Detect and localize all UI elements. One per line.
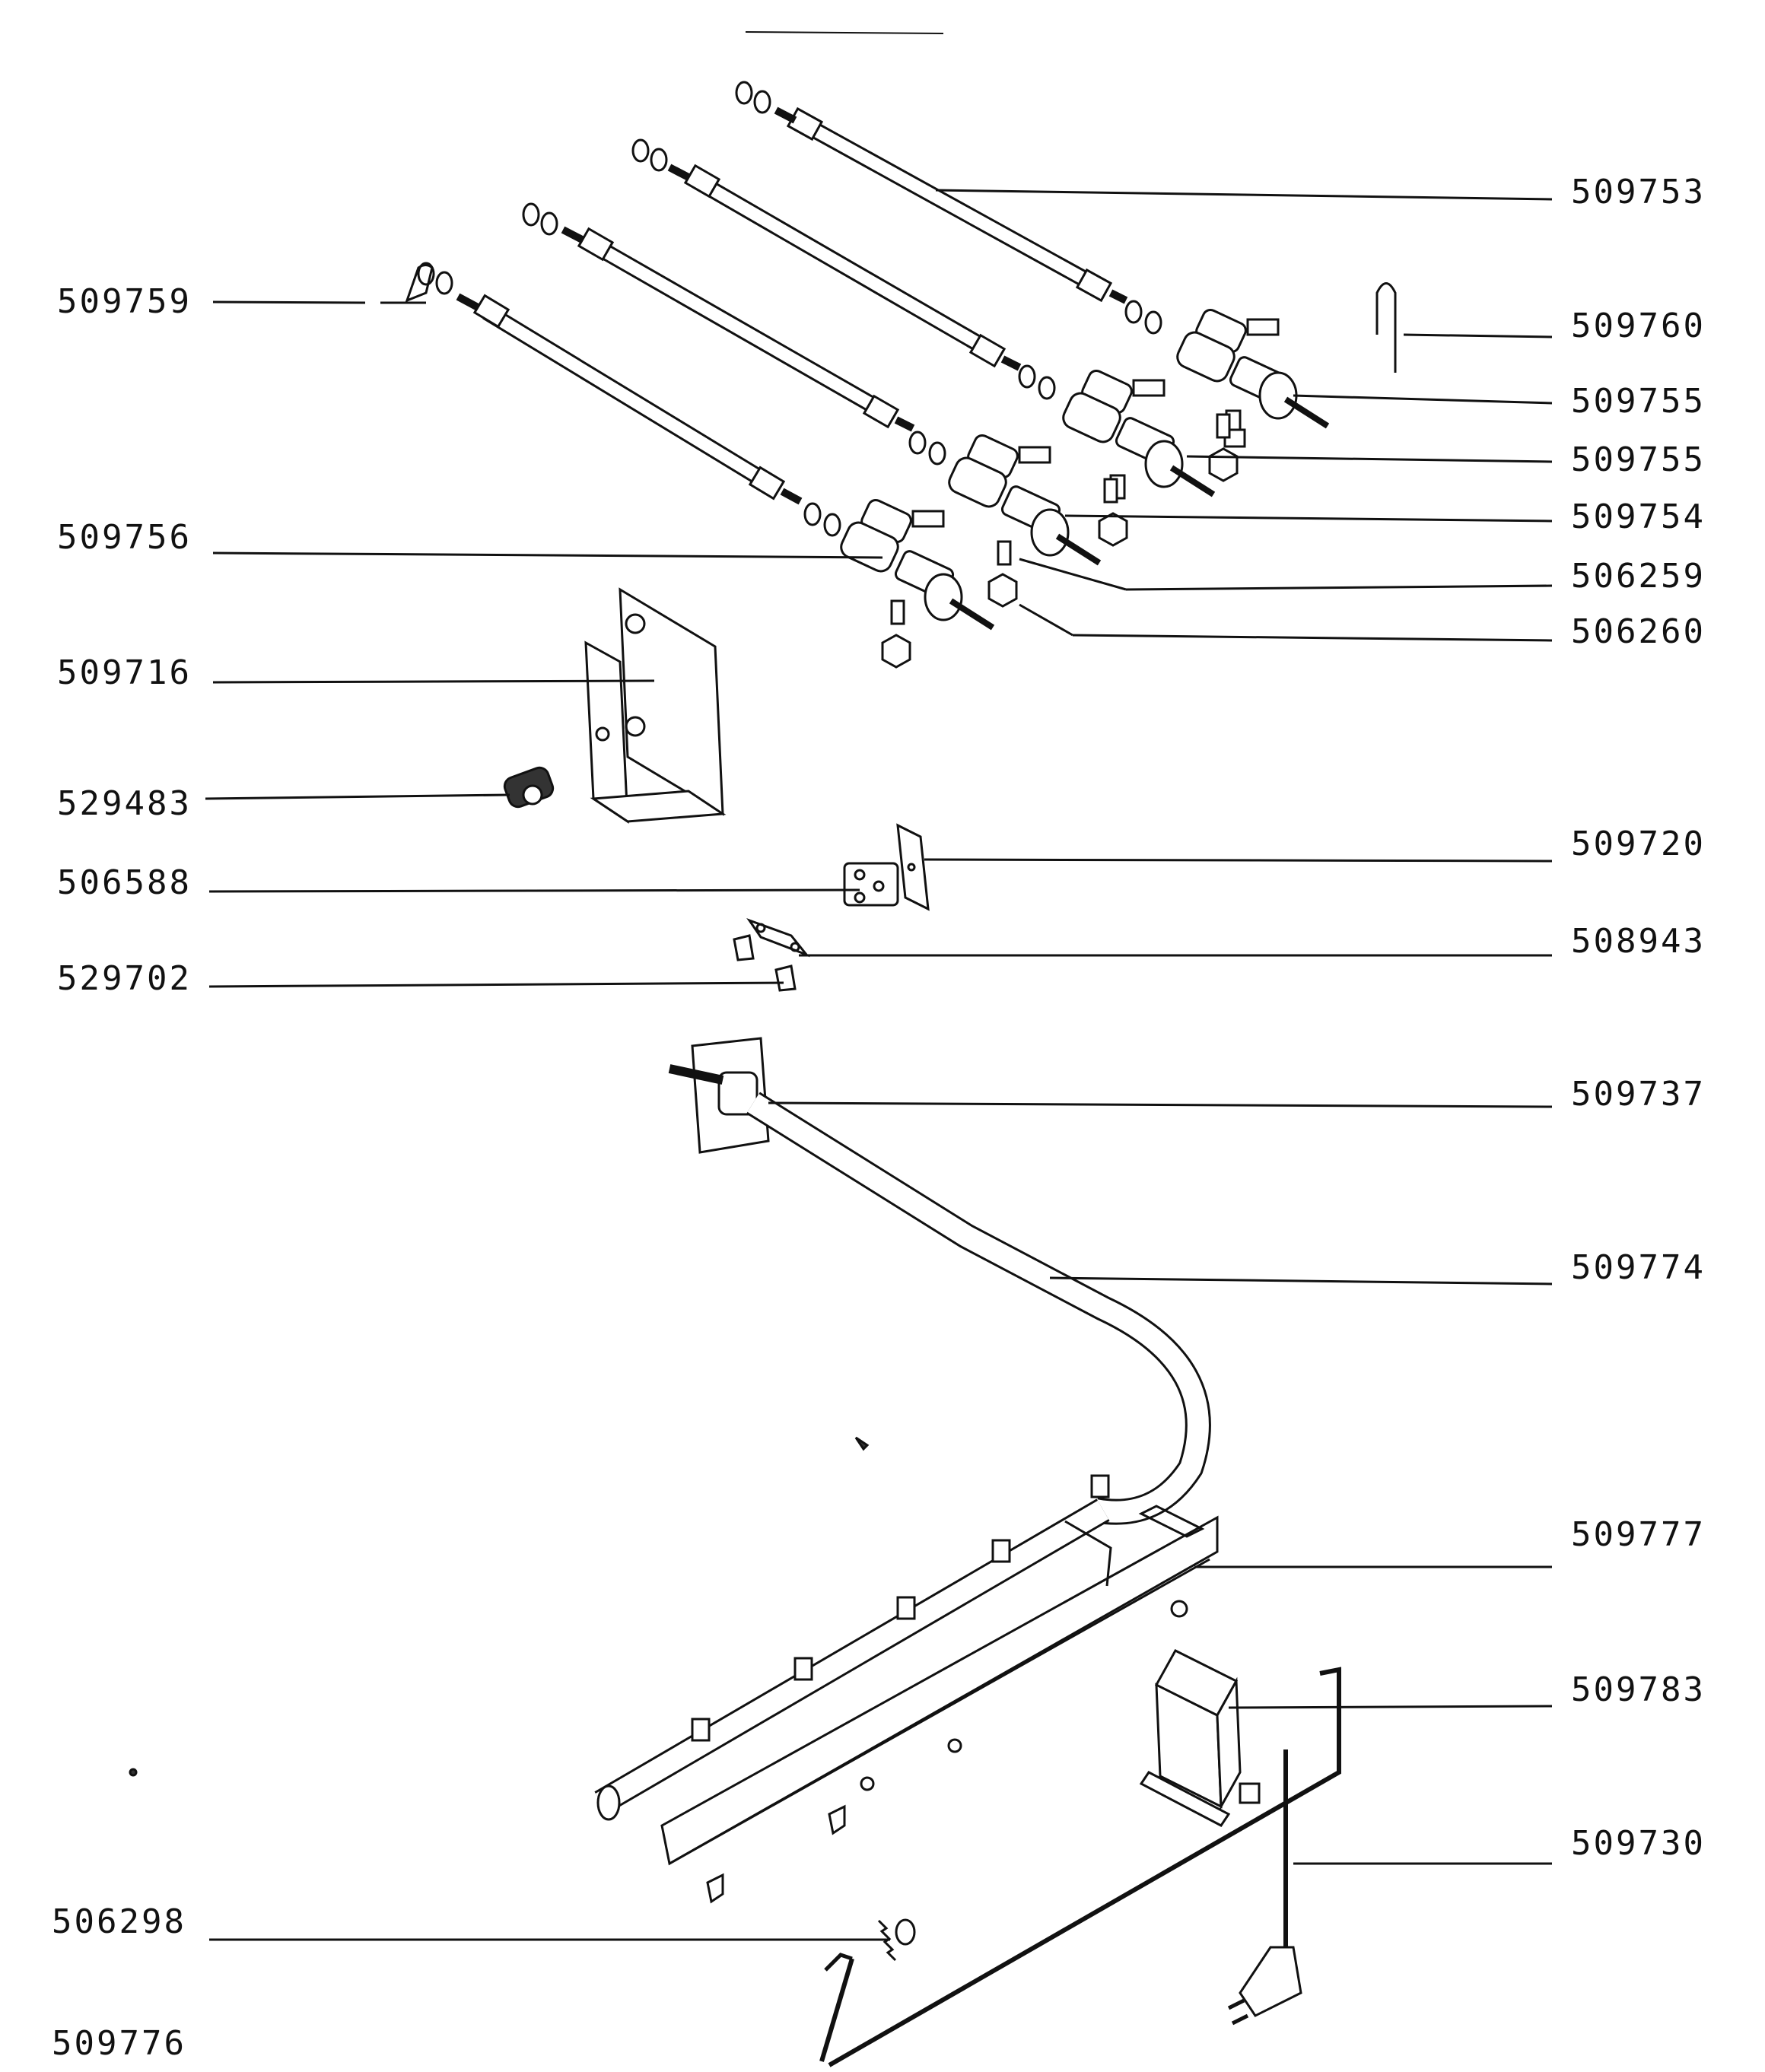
label-509776: 509776 <box>52 2024 186 2063</box>
clip <box>1375 282 1397 373</box>
label-509777: 509777 <box>1571 1515 1706 1554</box>
label-529483: 529483 <box>57 784 192 823</box>
cable-clips <box>733 917 810 992</box>
gas-tube-2 <box>631 138 1056 400</box>
label-509730: 509730 <box>1571 1824 1706 1863</box>
leader-lines <box>205 189 1553 1941</box>
gas-tube-4 <box>405 262 841 537</box>
label-509755-b: 509755 <box>1571 440 1706 479</box>
injectors <box>890 413 1231 625</box>
gas-tap-1 <box>1176 308 1330 448</box>
label-508943: 508943 <box>1571 922 1706 961</box>
label-509737: 509737 <box>1571 1075 1706 1114</box>
speck <box>129 1768 138 1777</box>
label-509783: 509783 <box>1571 1670 1706 1709</box>
speck <box>854 1436 870 1451</box>
label-509759: 509759 <box>57 282 192 321</box>
gas-tap-4 <box>840 498 995 631</box>
label-506588: 506588 <box>57 863 192 902</box>
gas-tube-1 <box>735 81 1162 335</box>
label-506298: 506298 <box>52 1902 186 1941</box>
label-509753: 509753 <box>1571 173 1706 211</box>
gas-inlet <box>668 1037 770 1154</box>
ignition-cable <box>819 1667 1341 2067</box>
label-529702: 529702 <box>57 959 192 998</box>
label-506260: 506260 <box>1571 612 1706 651</box>
label-509720: 509720 <box>1571 825 1706 863</box>
label-509755-a: 509755 <box>1571 382 1706 421</box>
burner-manifold <box>594 1474 1110 1821</box>
label-506259: 506259 <box>1571 557 1706 596</box>
label-509774: 509774 <box>1571 1248 1706 1287</box>
bracket <box>584 587 727 824</box>
burner-support-rail <box>660 1505 1219 1904</box>
terminal-block <box>843 823 930 911</box>
ignition-box <box>1139 1649 1242 1827</box>
gas-tap-3 <box>948 434 1102 566</box>
knob-part <box>503 766 555 809</box>
label-509760: 509760 <box>1571 307 1706 345</box>
gas-tube-3 <box>522 202 946 466</box>
label-509754: 509754 <box>1571 497 1706 536</box>
main-gas-pipe <box>746 1092 1211 1525</box>
injector-nuts <box>881 447 1239 669</box>
gas-tap-2 <box>1062 369 1216 500</box>
label-509756: 509756 <box>57 518 192 557</box>
scan-line <box>745 31 944 34</box>
label-509716: 509716 <box>57 653 192 692</box>
